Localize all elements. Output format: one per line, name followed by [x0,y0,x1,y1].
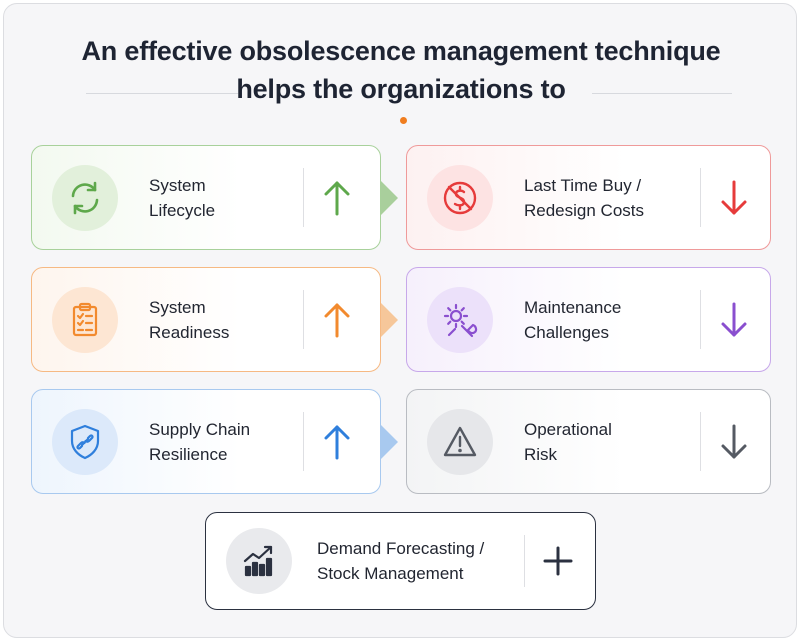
card-divider [524,535,525,587]
connector-arrow-row-3 [380,424,398,460]
icon-circle [52,408,118,475]
title-line-1: An effective obsolescence management tec… [81,36,721,66]
gear-wrench-icon [443,303,478,337]
title-rule-left [86,93,238,94]
card-divider [303,290,304,349]
card-divider [700,412,701,471]
title-rule-right [592,93,732,94]
card-label: Supply Chain Resilience [149,419,251,464]
clipboard-checklist-icon [72,302,98,336]
card-label: Operational Risk [524,419,612,464]
accent-dot [400,117,407,124]
card-label: System Readiness [149,297,230,342]
card-system-readiness: System Readiness [31,267,381,372]
arrow-up-icon [324,303,350,337]
icon-circle [427,286,493,353]
shield-link-icon [70,424,100,459]
arrow-down-icon [721,424,747,458]
connector-arrow-row-2 [380,302,398,338]
card-label: Demand Forecasting / Stock Management [317,539,485,583]
card-divider [700,168,701,227]
refresh-icon [71,181,99,214]
arrow-down-icon [721,302,747,336]
card-divider [303,168,304,227]
icon-circle [226,528,292,594]
icon-circle [427,164,493,231]
card-system-lifecycle: System Lifecycle [31,145,381,250]
warning-icon [443,426,477,456]
arrow-down-icon [721,180,747,214]
icon-circle [52,164,118,231]
card-maintenance-challenges: Maintenance Challenges [406,267,771,372]
no-dollar-icon [443,181,477,214]
arrow-up-icon [324,181,350,215]
card-supply-chain-resilience: Supply Chain Resilience [31,389,381,494]
card-divider [700,290,701,349]
title-line-2: helps the organizations to [236,74,566,104]
card-divider [303,412,304,471]
card-label: Maintenance Challenges [524,297,622,342]
card-demand-forecasting: Demand Forecasting / Stock Management [205,512,596,610]
icon-circle [52,286,118,353]
arrow-up-icon [324,425,350,459]
plus-icon [543,546,573,576]
card-label: System Lifecycle [149,175,216,220]
connector-arrow-row-1 [380,180,398,216]
card-label: Last Time Buy / Redesign Costs [524,175,645,220]
icon-circle [427,408,493,475]
card-operational-risk: Operational Risk [406,389,771,494]
card-last-time-buy: Last Time Buy / Redesign Costs [406,145,771,250]
bar-chart-trend-icon [243,545,273,577]
